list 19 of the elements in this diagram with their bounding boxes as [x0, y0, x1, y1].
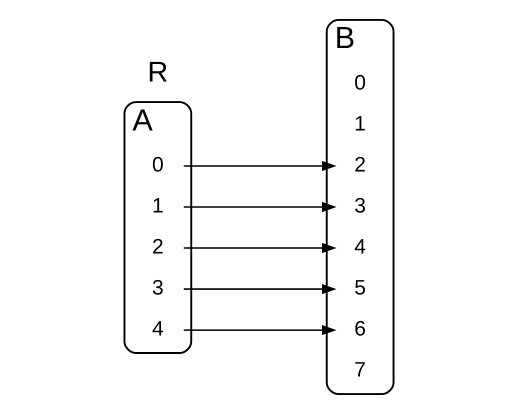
node-text: 0 [354, 71, 366, 94]
node-text: 1 [354, 112, 366, 136]
arrow [183, 325, 336, 336]
arrow [183, 284, 336, 294]
node-text: 5 [354, 276, 366, 300]
node-text: 3 [152, 276, 164, 300]
node-text: 6 [354, 317, 366, 340]
arrow [183, 202, 336, 212]
node-text: 2 [354, 153, 366, 176]
arrow [183, 242, 336, 254]
node-text: 4 [152, 317, 164, 340]
node-text: 0 [152, 153, 164, 176]
node-text: 2 [152, 235, 164, 258]
node-text: 7 [354, 358, 366, 382]
arrow [183, 160, 336, 172]
node-text: 4 [354, 235, 366, 258]
node-text: 1 [152, 194, 164, 218]
label: R [147, 56, 168, 89]
node-text: 3 [354, 194, 366, 218]
